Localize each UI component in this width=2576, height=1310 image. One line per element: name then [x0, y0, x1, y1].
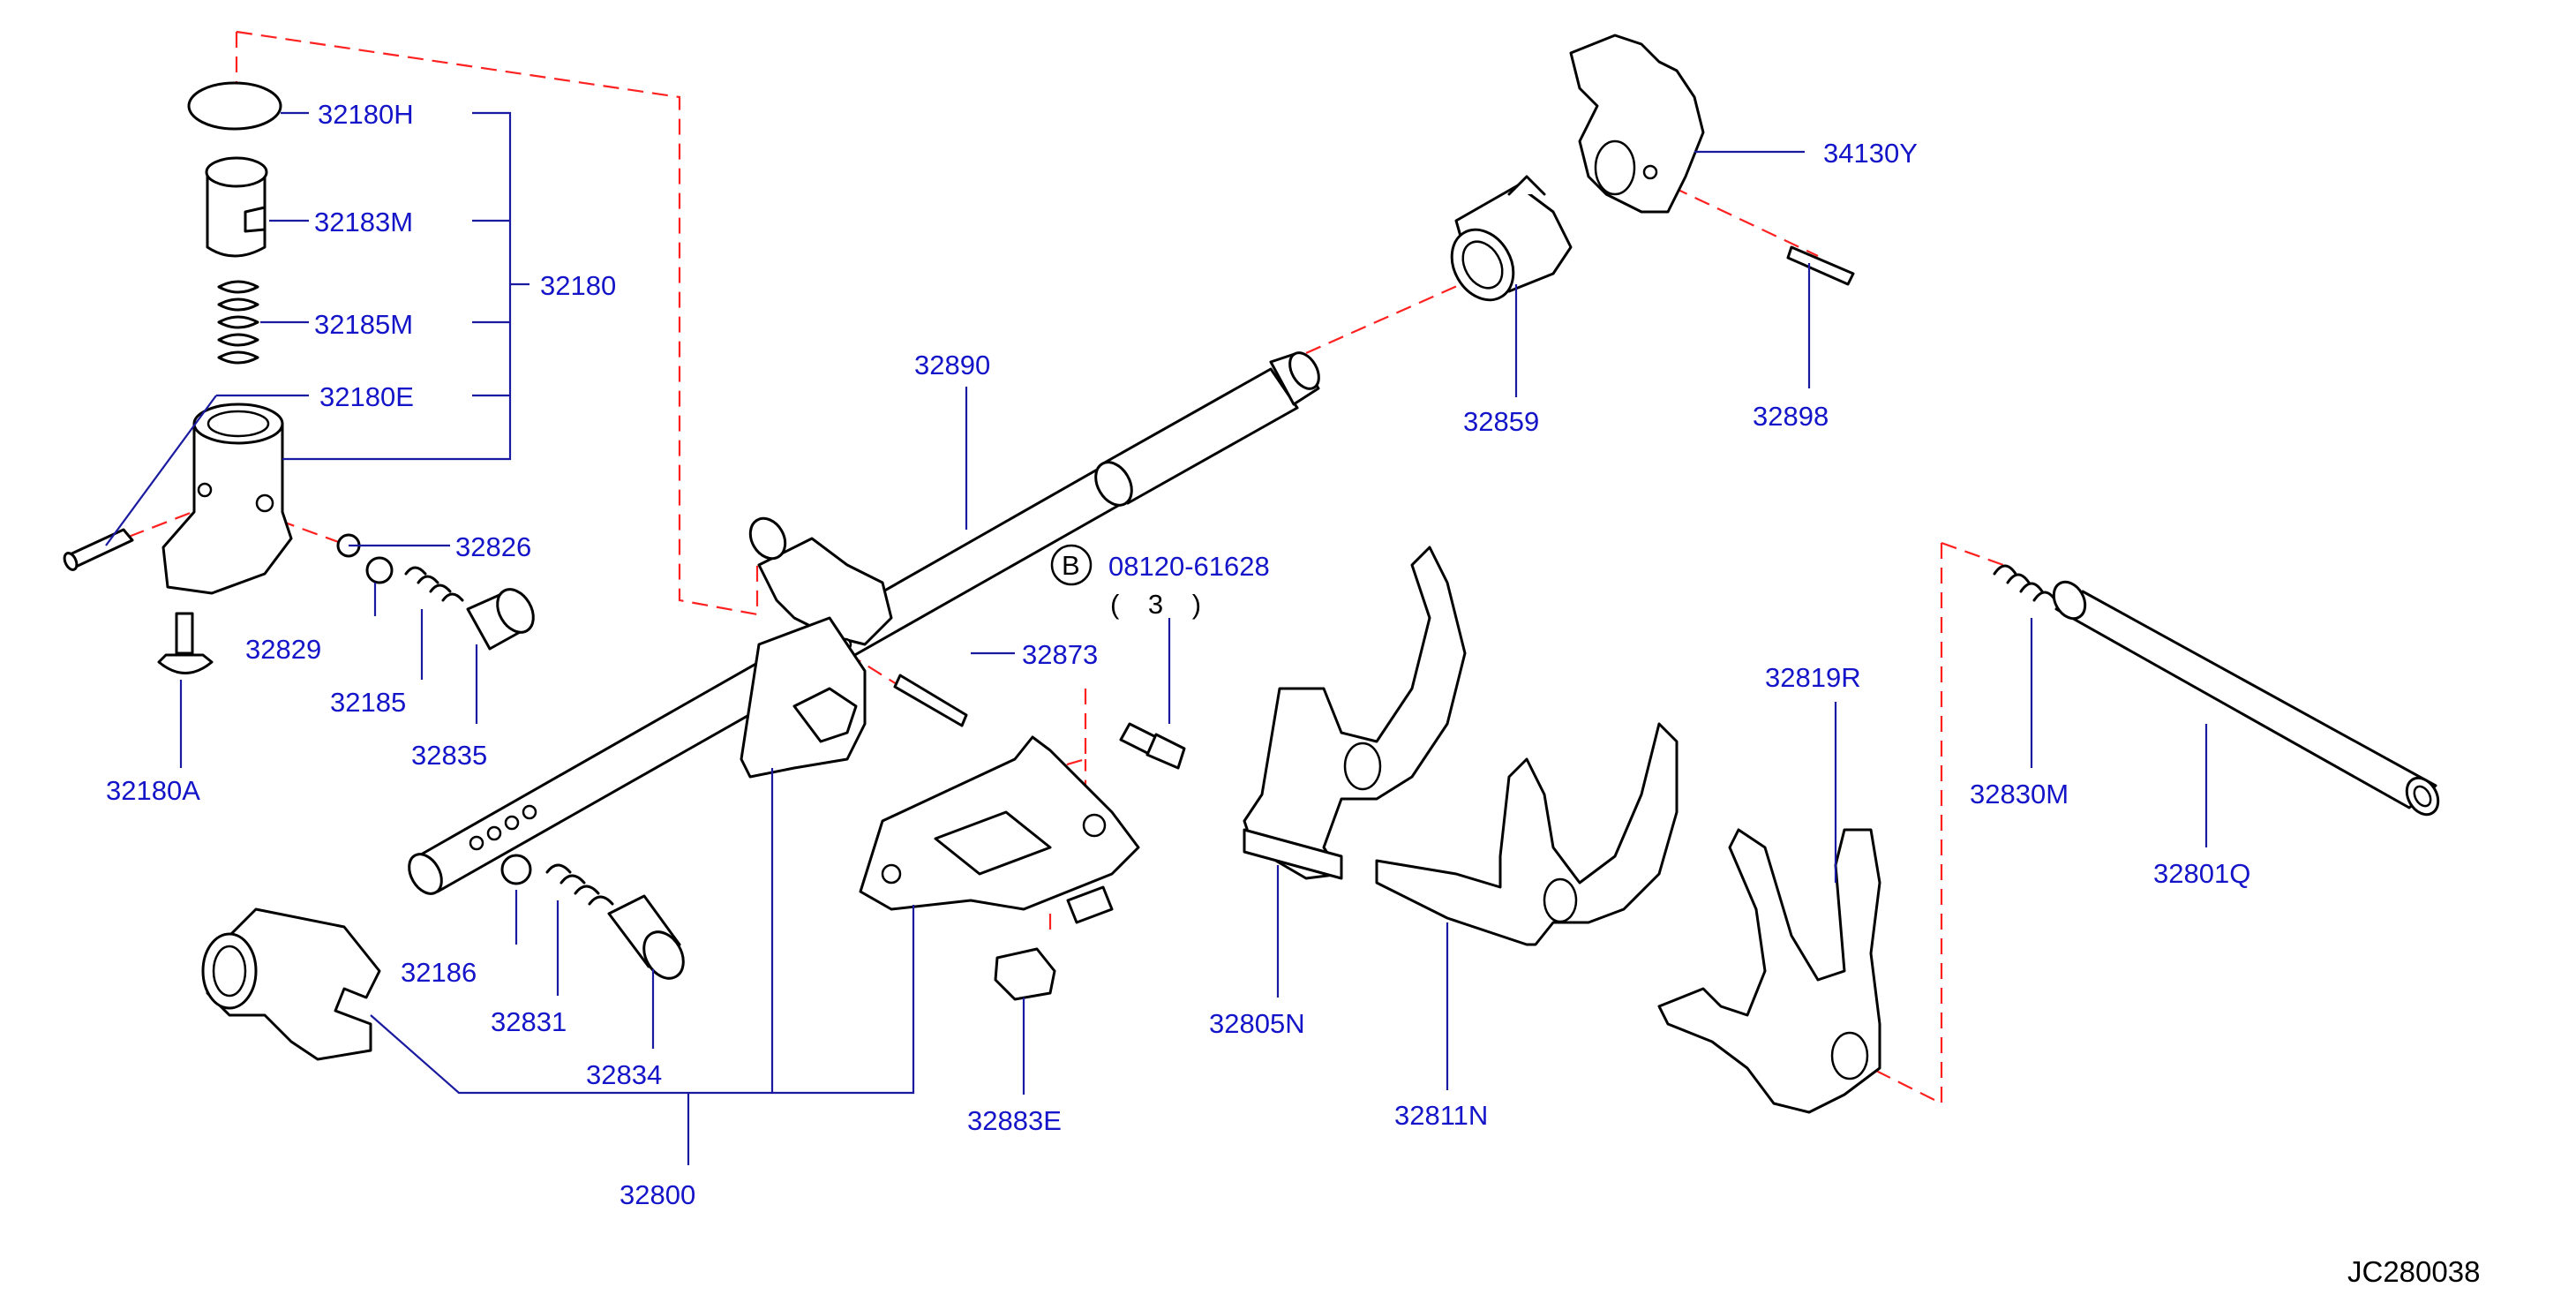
label-32183M: 32183M	[314, 207, 413, 237]
leader-lines	[105, 111, 2208, 1165]
label-32180E: 32180E	[319, 381, 414, 412]
shift-arm-bracket	[740, 516, 893, 779]
label-32834: 32834	[586, 1059, 662, 1090]
diagram-reference-id: JC280038	[2347, 1255, 2480, 1288]
pin-32898	[1786, 245, 1855, 286]
label-32898: 32898	[1753, 401, 1829, 432]
label-32800: 32800	[620, 1179, 695, 1210]
label-32890: 32890	[914, 350, 990, 380]
label-32831: 32831	[491, 1006, 567, 1037]
detent-assembly-32180	[63, 81, 293, 595]
block-32883E	[994, 947, 1056, 1001]
label-34130Y: 34130Y	[1823, 138, 1918, 169]
ball-spring-plug	[336, 533, 535, 651]
bolt-08120	[1119, 722, 1186, 770]
label-32829: 32829	[245, 634, 321, 665]
label-32819R: 32819R	[1765, 662, 1861, 693]
shift-plate	[859, 735, 1140, 924]
label-32185M: 32185M	[314, 309, 413, 340]
label-32180A: 32180A	[106, 775, 200, 806]
bolt-prefix: B	[1062, 550, 1080, 581]
label-32830M: 32830M	[1970, 779, 2069, 809]
pin-32873	[893, 674, 968, 727]
part-labels: 32180H 32183M 32180 32185M 32180E 32826 …	[106, 99, 2480, 1288]
label-32801Q: 32801Q	[2153, 858, 2250, 889]
label-32826: 32826	[455, 531, 531, 562]
label-32859: 32859	[1463, 406, 1539, 437]
label-32873: 32873	[1022, 639, 1098, 670]
rod-32801Q	[1993, 564, 2440, 817]
label-32180H: 32180H	[318, 99, 414, 130]
shift-lever-32800	[201, 907, 381, 1061]
ball-spring-sleeve	[500, 854, 685, 980]
label-32805N: 32805N	[1209, 1008, 1305, 1039]
bracket-34130Y	[1569, 34, 1705, 214]
boot-32859	[1450, 175, 1573, 302]
bolt-quantity: ( 3 )	[1110, 589, 1212, 620]
label-32186: 32186	[401, 957, 477, 988]
label-32835: 32835	[411, 740, 487, 771]
label-32883E: 32883E	[967, 1105, 1062, 1136]
label-32180: 32180	[540, 270, 616, 301]
label-32811N: 32811N	[1394, 1100, 1488, 1131]
bolt-prefix-circle	[1050, 544, 1093, 586]
fork-32805N	[1243, 546, 1467, 880]
label-08120-61628: 08120-61628	[1108, 551, 1270, 582]
bolt-32180A	[157, 612, 214, 674]
fork-32811N	[1375, 722, 1679, 946]
label-32185: 32185	[330, 687, 406, 718]
fork-32819R	[1657, 828, 1881, 1114]
